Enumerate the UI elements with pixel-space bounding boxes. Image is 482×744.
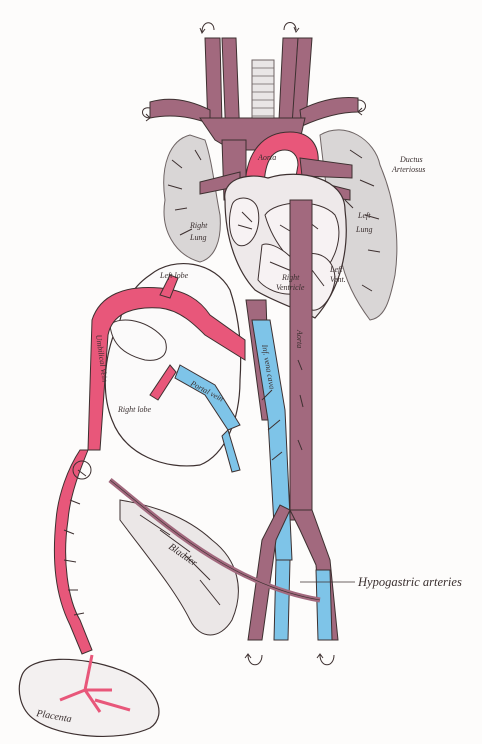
right-lung: [164, 135, 221, 262]
heart: [225, 174, 347, 318]
label-right-ventricle-2: Ventricle: [276, 283, 305, 292]
label-ductus-2: Arteriosus: [391, 165, 425, 174]
label-right-lung-1: Right: [189, 221, 208, 230]
label-left-lobe: Left lobe: [159, 271, 189, 280]
label-left-lung-2: Lung: [355, 225, 372, 234]
placenta: [19, 655, 159, 736]
label-hypogastric-arteries: Hypogastric arteries: [357, 575, 462, 589]
label-ductus-1: Ductus: [399, 155, 423, 164]
label-left-lung-1: Left: [357, 211, 371, 220]
label-right-ventricle-1: Right: [281, 273, 300, 282]
label-left-ventricle-1: Left: [329, 265, 343, 274]
label-aorta: Aorta: [257, 153, 276, 162]
bladder: [120, 500, 238, 635]
descending-aorta: [290, 200, 312, 520]
label-right-lung-2: Lung: [189, 233, 206, 242]
label-right-lobe: Right lobe: [117, 405, 152, 414]
label-aorta-descending: Aorta: [295, 329, 304, 348]
label-left-ventricle-2: Vent.: [330, 275, 346, 284]
